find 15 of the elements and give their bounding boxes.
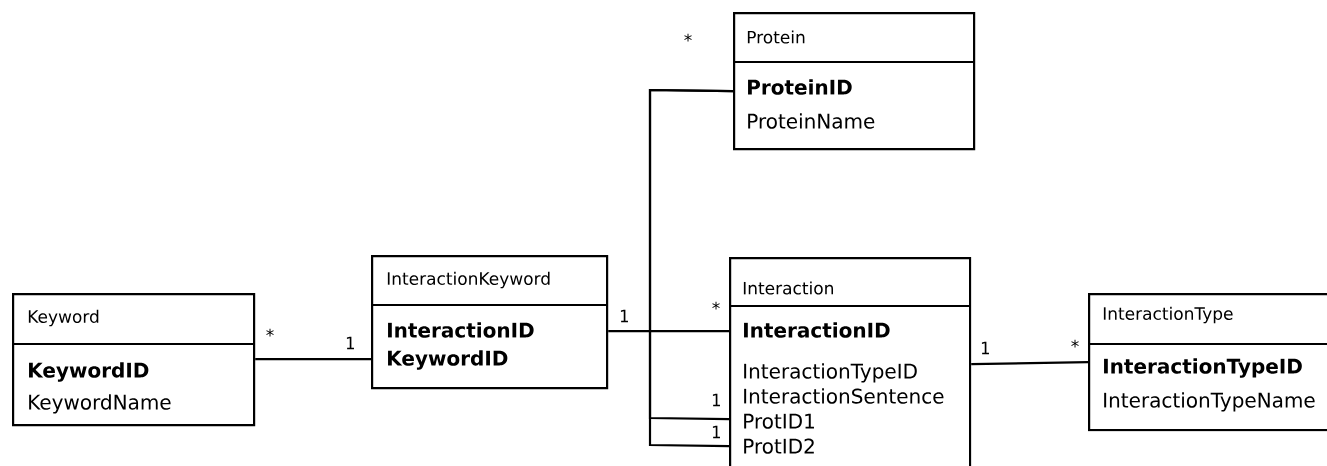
- class-box: Interaction InteractionID InteractionTypeID InteractionSentence ProtID1 ProtID2: [729, 257, 972, 466]
- connector-line: [255, 358, 371, 361]
- class-box: InteractionType InteractionTypeID InteractionTypeName: [1088, 293, 1327, 432]
- multiplicity-label: 1: [981, 341, 989, 355]
- multiplicity-label: 1: [346, 336, 354, 350]
- class-box: Protein ProteinID ProteinName: [733, 12, 976, 151]
- class-box: Keyword KeywordID KeywordName: [12, 293, 256, 427]
- multiplicity-label: *: [1071, 339, 1079, 348]
- connector-line: [608, 330, 729, 333]
- multiplicity-label: 1: [712, 393, 720, 407]
- multiplicity-label: 1: [712, 425, 720, 439]
- class-box: InteractionKeyword InteractionID KeywordID: [371, 255, 609, 390]
- multiplicity-label: 1: [620, 309, 628, 323]
- multiplicity-label: *: [684, 33, 692, 42]
- connector-line: [971, 361, 1089, 366]
